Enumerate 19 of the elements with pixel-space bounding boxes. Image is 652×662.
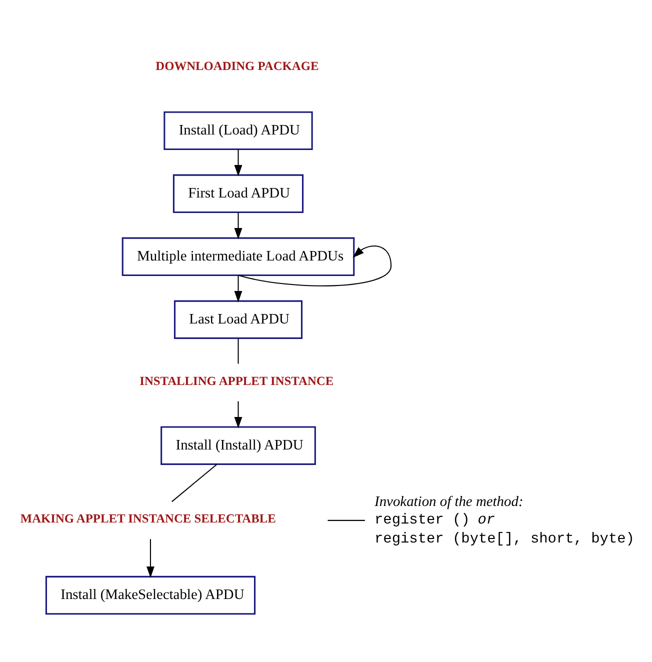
node-box: First Load APDU <box>172 174 304 213</box>
arrow <box>234 400 242 428</box>
connector <box>172 463 218 502</box>
arrow <box>234 212 242 239</box>
node-text: MAKING APPLET INSTANCE SELECTABLE <box>20 511 276 526</box>
node-box: Install (Load) APDU <box>164 110 313 150</box>
node-box: Install (MakeSelectable) APDU <box>45 575 256 614</box>
node-box: Last Load APDU <box>174 300 303 338</box>
node-text: INSTALLING APPLET INSTANCE <box>140 373 334 388</box>
arrow <box>234 274 242 302</box>
node-box: Install (Install) APDU <box>160 426 316 464</box>
connector <box>238 338 239 364</box>
arrow <box>238 245 392 286</box>
arrow <box>146 538 154 578</box>
node-text: DOWNLOADING PACKAGE <box>156 58 319 72</box>
arrow <box>234 148 242 176</box>
node-text: Invokation of the method: register () or register (byte[], short, byte) <box>374 494 634 547</box>
connector <box>328 519 365 520</box>
node-box: Multiple intermediate Load APDUs <box>122 236 355 276</box>
